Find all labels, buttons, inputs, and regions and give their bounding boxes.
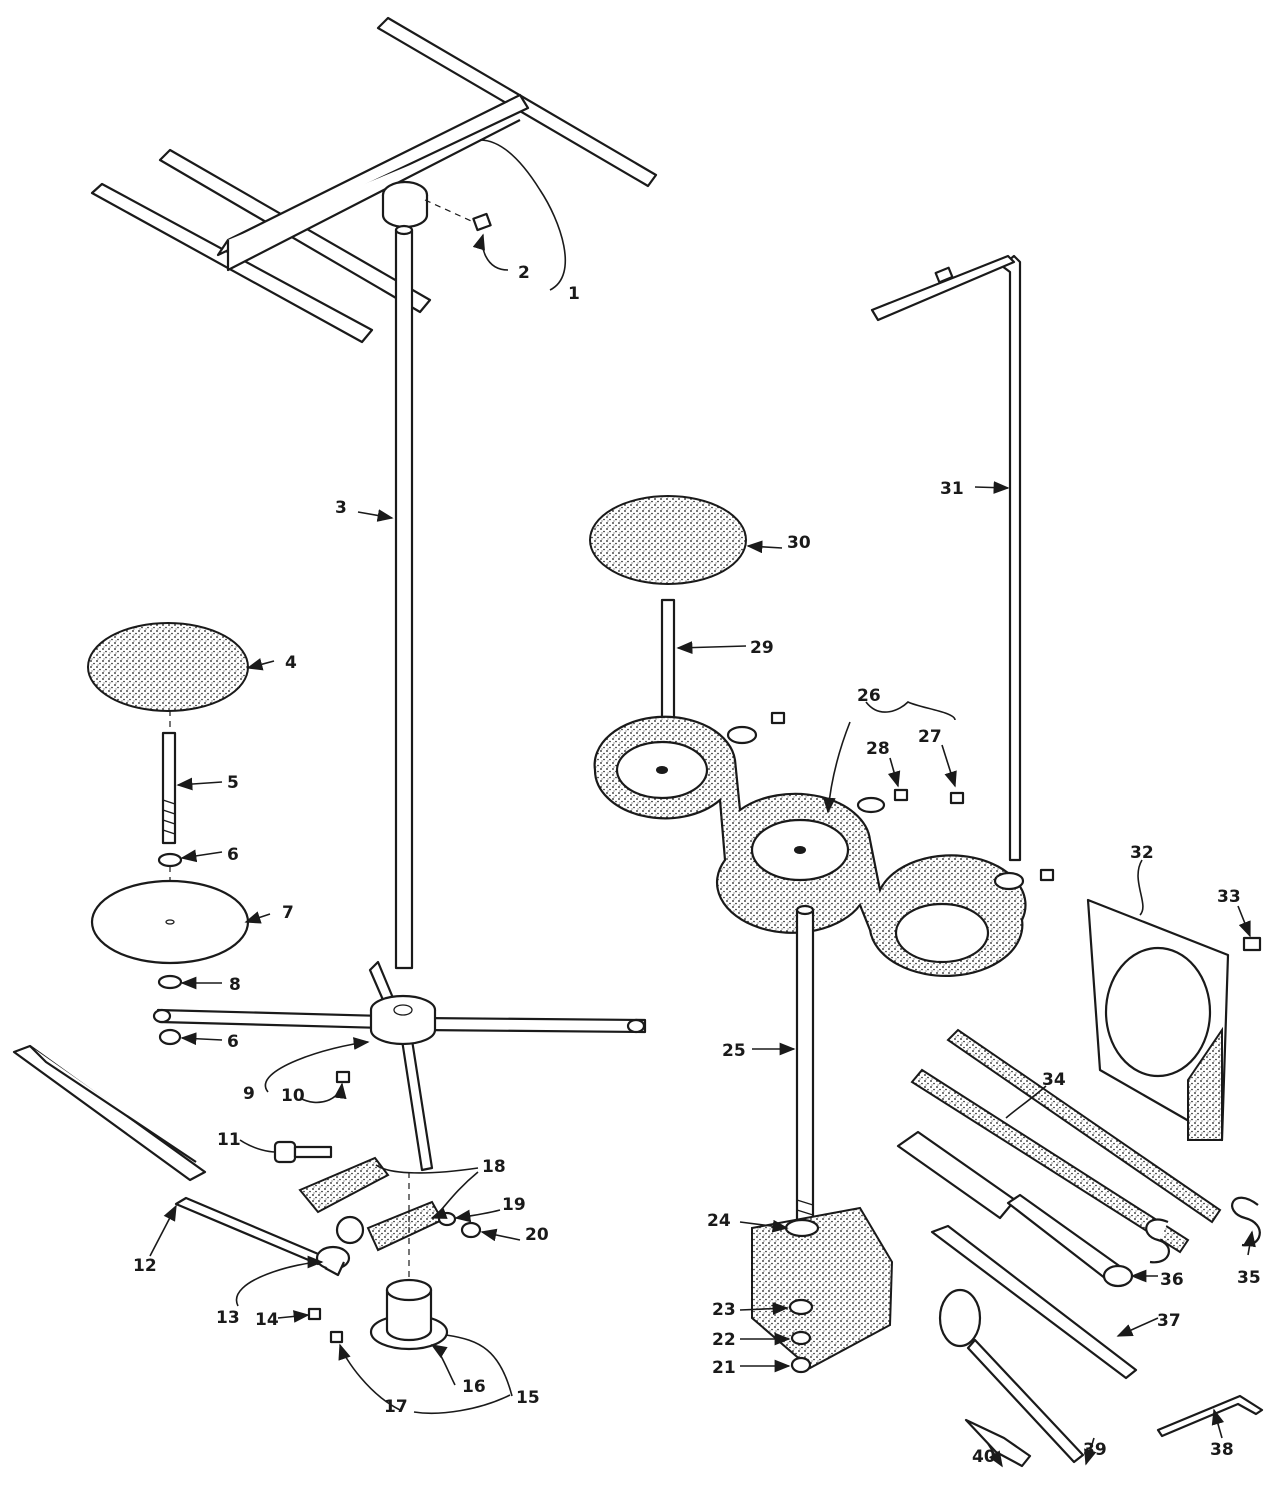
- set-screw-2: [424, 199, 492, 232]
- label-4: 4: [285, 653, 297, 673]
- label-23: 23: [712, 1300, 736, 1320]
- label-34: 34: [1042, 1070, 1066, 1090]
- screw-26b: [1039, 868, 1055, 882]
- label-3: 3: [335, 498, 347, 518]
- hook-wrench-39: [938, 1288, 1085, 1464]
- abrasive-disk-4: [87, 622, 249, 740]
- washer-8: [157, 974, 183, 990]
- label-29: 29: [750, 638, 774, 658]
- hex-key-38: [1156, 1394, 1264, 1438]
- label-12: 12: [133, 1256, 157, 1276]
- s-hook-35b: [1145, 1218, 1170, 1264]
- label-2: 2: [518, 263, 530, 283]
- label-6a: 6: [227, 845, 239, 865]
- saw-chains-34: [910, 1028, 1222, 1254]
- label-17: 17: [384, 1397, 408, 1417]
- mounting-block: [751, 1206, 894, 1370]
- label-25: 25: [722, 1041, 746, 1061]
- guard-plate-32: [1086, 898, 1230, 1142]
- label-28: 28: [866, 739, 890, 759]
- label-32: 32: [1130, 843, 1154, 863]
- label-20: 20: [525, 1225, 549, 1245]
- label-16: 16: [462, 1377, 486, 1397]
- knob-13: [315, 1215, 365, 1277]
- leader-lines: [149, 139, 1256, 1468]
- screwdriver-36: [896, 1130, 1134, 1288]
- tool-37: [930, 1224, 1138, 1380]
- bolt-5: [161, 731, 177, 845]
- label-1: 1: [568, 284, 580, 304]
- base-socket-15: [369, 1172, 449, 1351]
- label-39: 39: [1083, 1440, 1107, 1460]
- label-31: 31: [940, 479, 964, 499]
- washer-22: [790, 1330, 812, 1346]
- top-frame: [90, 16, 658, 344]
- label-27: 27: [918, 727, 942, 747]
- washer-23: [788, 1298, 814, 1316]
- clamp-plates-18: [298, 1156, 444, 1252]
- label-6b: 6: [227, 1032, 239, 1052]
- part-labels: 1 2 3 4 5 6 6 7 8 9 10 11 12 13 14 15 16…: [133, 263, 1261, 1467]
- label-7: 7: [282, 903, 294, 923]
- abrasive-disk-30: [589, 495, 747, 585]
- main-shaft: [394, 224, 414, 970]
- s-hook-35: [1231, 1196, 1261, 1247]
- bolt-11: [273, 1140, 333, 1164]
- nut-20: [460, 1221, 482, 1239]
- label-30: 30: [787, 533, 811, 553]
- label-35: 35: [1237, 1268, 1261, 1288]
- pad-disk-hole: [165, 919, 175, 925]
- label-38: 38: [1210, 1440, 1234, 1460]
- rod-29: [660, 598, 676, 722]
- lever-arm-12: [12, 1044, 325, 1266]
- label-9: 9: [243, 1084, 255, 1104]
- set-screw-10: [335, 1070, 351, 1084]
- bent-rod-31: [870, 254, 1022, 862]
- screw-17: [329, 1330, 344, 1344]
- label-22: 22: [712, 1330, 736, 1350]
- label-24: 24: [707, 1211, 731, 1231]
- wheel-plate-26: [593, 715, 1027, 977]
- wrench-40: [964, 1418, 1032, 1468]
- washer-6a: [157, 852, 183, 868]
- set-screw-14: [307, 1307, 322, 1321]
- label-33: 33: [1217, 887, 1241, 907]
- label-19: 19: [502, 1195, 526, 1215]
- label-21: 21: [712, 1358, 736, 1378]
- label-8: 8: [229, 975, 241, 995]
- label-13: 13: [216, 1308, 240, 1328]
- label-15: 15: [516, 1388, 540, 1408]
- pad-disk-7: [90, 879, 250, 965]
- label-14: 14: [255, 1310, 279, 1330]
- label-10: 10: [281, 1086, 305, 1106]
- screw-26a: [770, 711, 786, 725]
- label-36: 36: [1160, 1270, 1184, 1290]
- label-18: 18: [482, 1157, 506, 1177]
- label-37: 37: [1157, 1311, 1181, 1331]
- screw-28: [893, 788, 909, 802]
- screw-27: [949, 791, 965, 805]
- nut-6b: [158, 1028, 182, 1046]
- label-40: 40: [972, 1447, 996, 1467]
- label-5: 5: [227, 773, 239, 793]
- label-11: 11: [217, 1130, 241, 1150]
- label-26: 26: [857, 686, 881, 706]
- screw-33: [1242, 936, 1262, 952]
- spider-hub-9: [152, 960, 647, 1172]
- shaft-25: [795, 904, 815, 1242]
- nut-21: [790, 1356, 812, 1374]
- washer-19: [437, 1211, 457, 1227]
